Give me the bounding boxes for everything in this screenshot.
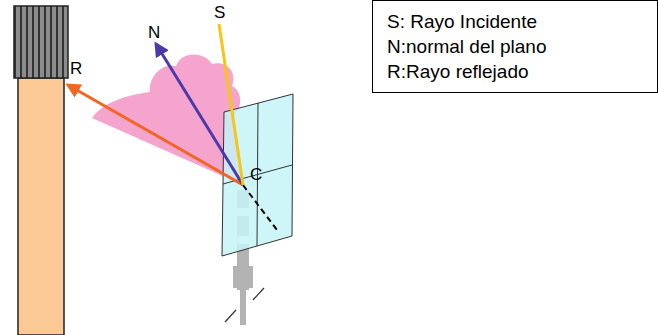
legend-line: R:Rayo reflejado <box>387 59 643 84</box>
incident-ray <box>219 24 243 185</box>
ray-label: S <box>214 4 225 21</box>
axis-line <box>243 185 277 230</box>
ray-label: N <box>148 24 160 41</box>
normal-line <box>156 44 243 185</box>
angle-region <box>92 55 243 186</box>
legend-line: S: Rayo Incidente <box>387 9 643 34</box>
ray-label: R <box>70 60 82 77</box>
legend-line: N:normal del plano <box>387 34 643 59</box>
point-label: C <box>250 166 262 183</box>
tower <box>14 6 68 335</box>
reflected-ray <box>68 85 243 185</box>
legend-box: S: Rayo IncidenteN:normal del planoR:Ray… <box>372 0 658 93</box>
